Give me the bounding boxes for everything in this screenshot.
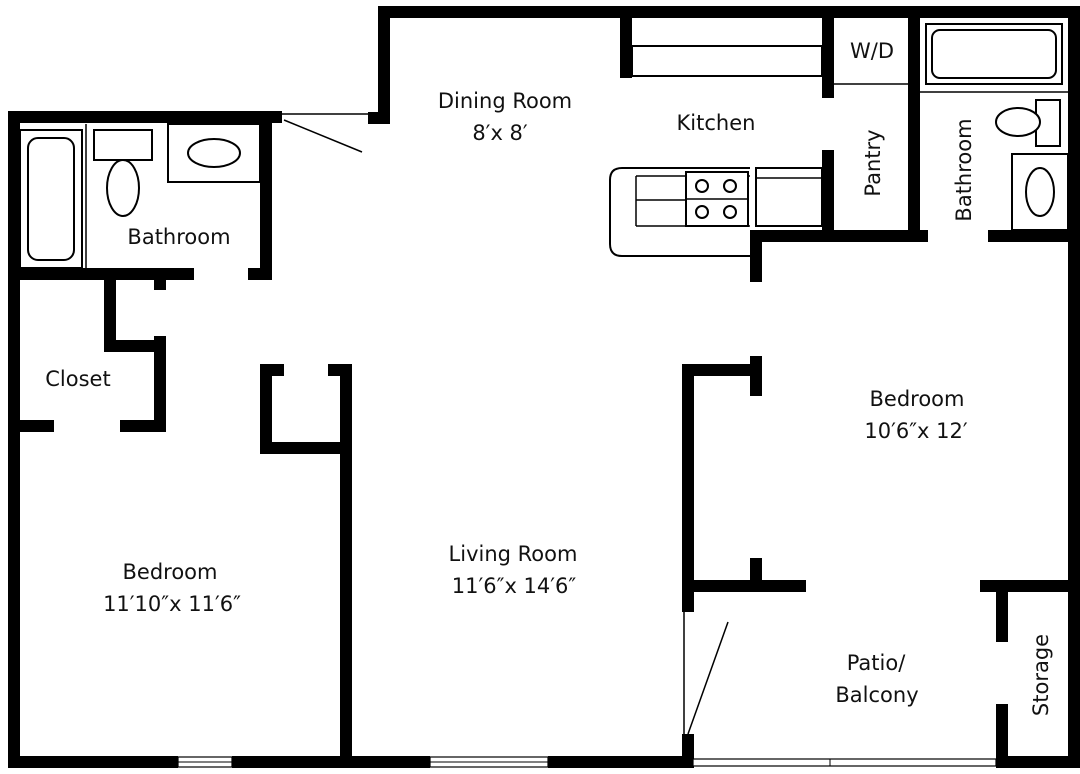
dining-room-name: Dining Room [438,89,572,113]
right-bath-fixtures [920,23,1069,231]
bathtub-basin-icon [931,29,1057,79]
patio-label-line1: Patio/ [847,651,907,675]
burner-icon [723,179,737,193]
wall [154,336,166,432]
wall [980,580,1080,592]
right-bathroom-name: Bathroom [952,118,976,221]
wall [548,756,693,768]
wall [1068,580,1080,768]
wall [822,150,834,242]
wall [822,6,834,98]
bathtub-basin-icon [27,137,75,261]
room-labels: Dining Room 8′x 8′ Kitchen W/D Pantry Ba… [45,39,1053,716]
kitchen-fixtures [609,45,908,257]
left-bedroom-size: 11′10″x 11′6″ [103,592,241,616]
wall [996,704,1008,768]
burner-icon [723,205,737,219]
walls [8,6,1080,768]
wall [260,442,352,454]
wall [260,111,272,280]
pantry-name: Pantry [861,129,885,196]
left-bedroom-name: Bedroom [123,560,218,584]
door-swings [282,113,729,735]
sink-icon [187,138,241,168]
patio-door-swing [687,621,729,735]
wall [368,112,390,124]
toilet-bowl-icon [995,107,1041,137]
wall [988,230,1080,242]
wall [750,230,762,282]
left-bathroom-name: Bathroom [127,225,230,249]
wall [750,558,762,592]
wall [682,364,762,376]
sliding-door [692,758,997,767]
burner-icon [695,179,709,193]
wall [378,6,390,124]
wall [620,6,632,78]
wall [750,356,762,396]
wall [682,364,694,612]
wall [104,280,116,352]
wall [682,580,806,592]
wd-name: W/D [850,39,894,63]
wall [908,6,920,242]
wall [154,268,166,290]
wall [378,6,1080,18]
counter-icon [631,45,823,77]
refrigerator-icon [755,167,823,227]
wall [682,734,694,768]
toilet-bowl-icon [106,159,140,217]
wall [8,268,194,280]
wall [232,756,430,768]
right-bedroom-name: Bedroom [870,387,965,411]
wall [260,364,284,376]
wall [996,580,1008,642]
wall [8,756,178,768]
wall [996,756,1080,768]
wall [8,420,54,432]
wall [8,111,20,768]
wall [260,364,272,454]
dining-room-size: 8′x 8′ [472,121,528,145]
entry-door-swing [283,119,363,153]
right-bedroom-size: 10′6″x 12′ [864,419,968,443]
wall [1068,6,1080,592]
living-room-size: 11′6″x 14′6″ [452,574,577,598]
toilet-tank-icon [93,129,153,161]
kitchen-name: Kitchen [677,111,756,135]
wall [120,420,166,432]
closet-name: Closet [45,367,110,391]
sink-icon [1025,167,1055,217]
windows [177,756,997,768]
wall [104,340,166,352]
storage-name: Storage [1029,634,1053,716]
wall [328,364,352,376]
left-bath-fixtures [19,123,261,269]
burner-icon [695,205,709,219]
wall [340,364,352,768]
wall [750,230,928,242]
patio-label-line2: Balcony [835,683,918,707]
living-room-name: Living Room [449,542,578,566]
wall [8,111,282,123]
